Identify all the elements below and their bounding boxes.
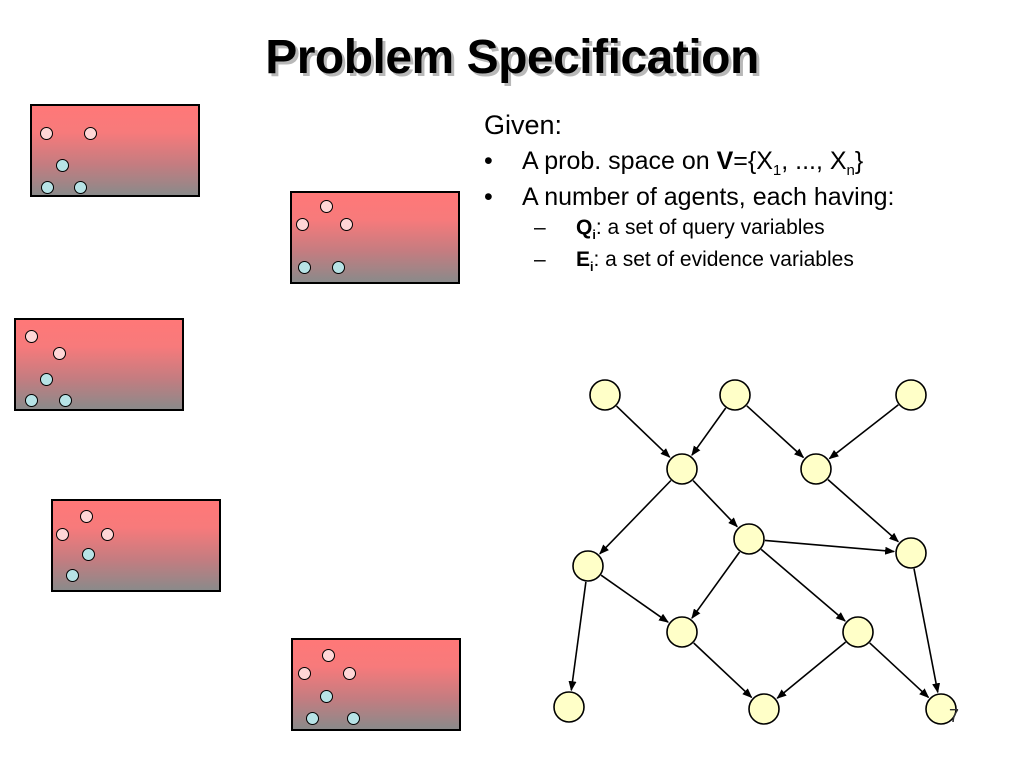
bullet-sub-1: 1 <box>772 162 782 179</box>
bullet-mid: , ..., X <box>781 147 847 175</box>
given-label: Given: <box>484 110 563 140</box>
evidence-variable <box>56 159 69 172</box>
bullet-mark: • <box>484 183 493 211</box>
network-edge <box>764 539 896 555</box>
subbullet-query-variables: – Qi: a set of query variables <box>484 216 1014 242</box>
network-node <box>925 693 957 725</box>
query-variable <box>340 218 353 231</box>
query-variable <box>80 510 93 523</box>
evidence-variable <box>41 181 54 194</box>
query-variable <box>40 127 53 140</box>
network-edge <box>828 404 899 460</box>
evidence-variable <box>59 394 72 407</box>
network-node <box>895 379 927 411</box>
evidence-variable <box>66 569 79 582</box>
subbullet-bold: Q <box>576 216 593 239</box>
network-edge <box>599 479 672 555</box>
agent-box-5 <box>291 638 461 731</box>
network-node <box>666 616 698 648</box>
subbullet-bold: E <box>576 248 591 272</box>
network-edge <box>693 642 753 699</box>
subbullet-sub: i <box>592 228 596 243</box>
subbullet-mark: – <box>534 248 546 272</box>
evidence-variable <box>347 712 360 725</box>
query-variable <box>84 127 97 140</box>
network-edge <box>600 574 669 623</box>
query-variable <box>298 667 311 680</box>
query-variable <box>101 528 114 541</box>
network-node <box>666 453 698 485</box>
agent-box-2 <box>290 191 460 284</box>
bullet-eq: ={X <box>733 147 773 175</box>
slide-title: Problem Specification <box>265 31 759 84</box>
evidence-variable <box>25 394 38 407</box>
evidence-variable <box>74 181 87 194</box>
network-edge <box>746 405 805 459</box>
subbullet-text: : a set of evidence variables <box>593 248 854 272</box>
evidence-variable <box>306 712 319 725</box>
network-node <box>800 453 832 485</box>
subbullet-mark: – <box>534 216 546 239</box>
bayesian-network-diagram <box>553 379 957 725</box>
page-number: 7 <box>949 706 960 726</box>
query-variable <box>322 649 335 662</box>
query-variable <box>56 528 69 541</box>
subbullet-text: : a set of query variables <box>595 216 825 239</box>
network-edge <box>869 642 930 699</box>
network-edge <box>615 405 671 458</box>
evidence-variable <box>298 261 311 274</box>
bullet-agents: • A number of agents, each having: <box>484 183 1014 212</box>
subbullet-sub: i <box>590 260 594 275</box>
network-node <box>719 379 751 411</box>
network-node <box>553 691 585 723</box>
query-variable <box>53 347 66 360</box>
network-node <box>572 550 604 582</box>
network-edge <box>692 480 738 528</box>
bullet-text: A number of agents, each having: <box>522 183 895 211</box>
agent-box-4 <box>51 499 221 592</box>
bullet-probability-space: • A prob. space on V={X1, ..., Xn} <box>484 147 1014 179</box>
network-node <box>589 379 621 411</box>
evidence-variable <box>82 548 95 561</box>
evidence-variable <box>40 373 53 386</box>
subbullet-evidence-variables: – Ei: a set of evidence variables <box>484 248 1014 274</box>
agent-box-3 <box>14 318 184 411</box>
network-edge <box>913 568 941 694</box>
network-edge <box>691 407 727 457</box>
bullet-sub-n: n <box>846 162 855 179</box>
network-edge <box>827 479 900 543</box>
evidence-variable <box>332 261 345 274</box>
network-edge <box>568 581 587 692</box>
network-node <box>895 537 927 569</box>
bullet-mark: • <box>484 147 493 175</box>
network-node <box>842 616 874 648</box>
specification-text: Given: • A prob. space on V={X1, ..., Xn}… <box>484 110 1014 280</box>
query-variable <box>343 667 356 680</box>
network-edge <box>691 551 741 620</box>
query-variable <box>296 218 309 231</box>
agent-box-1 <box>30 104 200 197</box>
evidence-variable <box>320 690 333 703</box>
query-variable <box>320 200 333 213</box>
bullet-prefix: A prob. space on <box>522 147 717 175</box>
query-variable <box>25 330 38 343</box>
bullet-suffix: } <box>854 147 864 175</box>
network-node <box>748 693 780 725</box>
network-node <box>733 523 765 555</box>
network-edge <box>760 548 846 622</box>
bullet-bold-v: V <box>716 147 734 175</box>
network-edge <box>776 641 847 699</box>
